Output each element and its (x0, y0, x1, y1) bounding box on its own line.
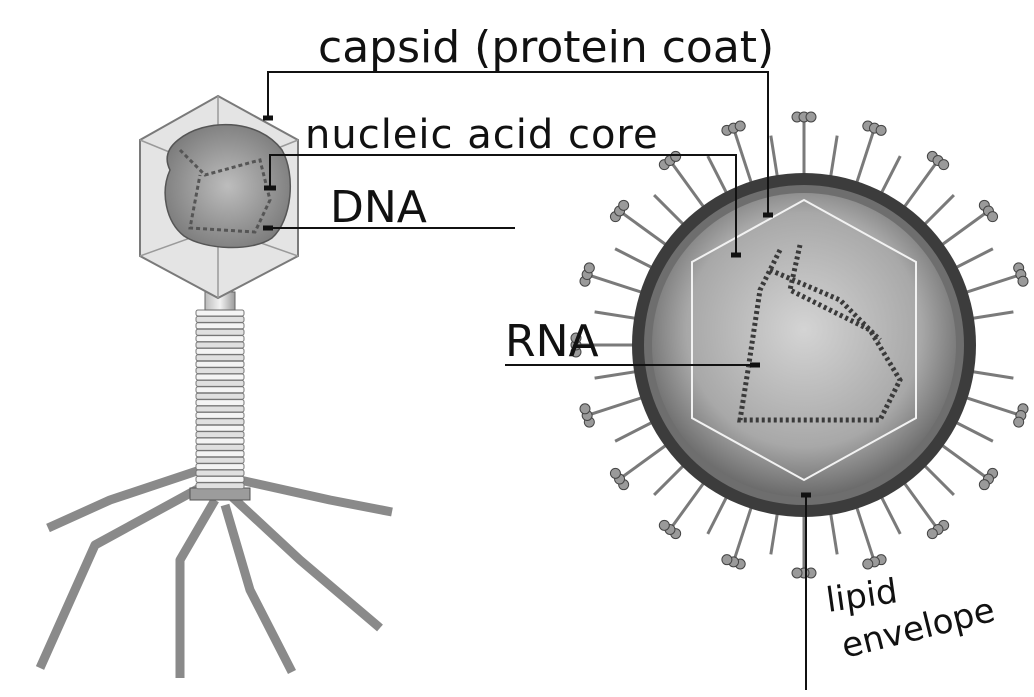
spike-knob (610, 468, 620, 478)
spike-knob (659, 520, 669, 530)
enveloped-virus (571, 112, 1028, 578)
spike-knob (619, 200, 629, 210)
spike-knob (927, 529, 937, 539)
spike-knob (584, 263, 594, 273)
tail-fiber (180, 500, 215, 678)
spike-knob (988, 212, 998, 222)
spike (923, 464, 954, 495)
spike-knob (580, 404, 590, 414)
spike (620, 444, 669, 479)
spike (880, 495, 900, 534)
spike (670, 161, 705, 210)
spike (654, 464, 685, 495)
nucleic-acid-core-label: nucleic acid core (305, 112, 659, 158)
sheath-ring (196, 470, 244, 476)
sheath-ring (196, 451, 244, 457)
spike (771, 136, 778, 179)
sheath-ring (196, 412, 244, 418)
spike-knob (876, 125, 886, 135)
sheath-ring (196, 476, 244, 482)
spike (940, 211, 989, 246)
spike (923, 195, 954, 226)
sheath-ring (196, 342, 244, 348)
sheath-ring (196, 425, 244, 431)
sheath-ring (196, 444, 244, 450)
spike-knob (1018, 276, 1028, 286)
spike (587, 397, 644, 416)
spike (615, 249, 654, 269)
sheath-ring (196, 457, 244, 463)
sheath-ring (196, 361, 244, 367)
sheath-ring (196, 387, 244, 393)
spike (954, 421, 993, 441)
sheath-ring (196, 419, 244, 425)
spike (670, 481, 705, 530)
spike (587, 275, 644, 294)
spike-knob (806, 112, 816, 122)
capsid-label: capsid (protein coat) (318, 22, 774, 73)
spike (615, 421, 654, 441)
sheath-ring (196, 355, 244, 361)
lipid-label: lipid (824, 571, 900, 621)
sheath-ring (196, 380, 244, 386)
dna-label: DNA (330, 182, 427, 233)
sheath-ring (196, 374, 244, 380)
tail-sheath (196, 310, 244, 489)
spike (654, 195, 685, 226)
spike (771, 511, 778, 554)
sheath-ring (196, 406, 244, 412)
tail-fibers (40, 470, 392, 678)
spike-knob (939, 160, 949, 170)
tail-fiber (240, 480, 392, 512)
spike (970, 312, 1013, 319)
sheath-ring (196, 393, 244, 399)
spike (954, 249, 993, 269)
sheath-ring (196, 348, 244, 354)
spike (708, 495, 728, 534)
sheath-ring (196, 329, 244, 335)
spike (830, 136, 837, 179)
spike-knob (979, 480, 989, 490)
sheath-ring (196, 368, 244, 374)
spike (734, 505, 753, 562)
spike-knob (735, 121, 745, 131)
tail-fiber (225, 505, 292, 672)
sheath-ring (196, 310, 244, 316)
spike (964, 275, 1021, 294)
spike-knob (671, 151, 681, 161)
phage-head (140, 96, 298, 298)
spike (940, 444, 989, 479)
sheath-ring (196, 464, 244, 470)
sheath-ring (196, 432, 244, 438)
tail-fiber (230, 495, 380, 628)
spike-knob (1014, 417, 1024, 427)
spike (830, 511, 837, 554)
sheath-ring (196, 400, 244, 406)
spike (903, 481, 938, 530)
spike-knob (792, 568, 802, 578)
spike-knob (722, 555, 732, 565)
sheath-ring (196, 336, 244, 342)
spike (970, 371, 1013, 378)
spike-knob (863, 559, 873, 569)
sheath-ring (196, 438, 244, 444)
spike (856, 505, 875, 562)
spike (595, 312, 638, 319)
spike (708, 156, 728, 195)
base-plate (190, 488, 250, 500)
spike (964, 397, 1021, 416)
sheath-ring (196, 483, 244, 489)
spike (856, 128, 875, 185)
sheath-ring (196, 316, 244, 322)
spike (903, 161, 938, 210)
spike (880, 156, 900, 195)
spike (620, 211, 669, 246)
spike (595, 371, 638, 378)
sheath-ring (196, 323, 244, 329)
rna-label: RNA (505, 316, 599, 367)
matrix (652, 193, 956, 497)
